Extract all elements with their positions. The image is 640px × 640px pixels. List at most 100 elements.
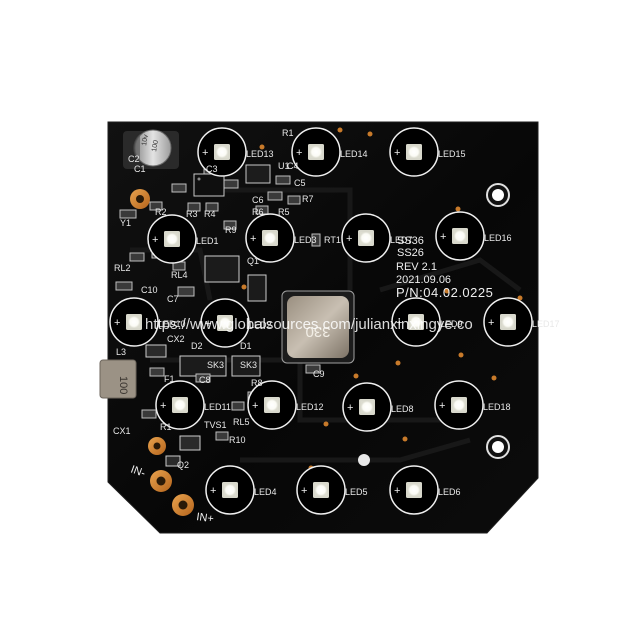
led-led7: +LED7: [341, 213, 413, 263]
inductor-label: 330: [305, 323, 330, 340]
led-label: LED16: [484, 233, 512, 243]
designator-label: R7: [302, 194, 314, 204]
designator-label: RL5: [233, 417, 250, 427]
silk-line-ss26: SS26: [397, 247, 424, 259]
designator-label: F1: [164, 374, 175, 384]
led-polarity-mark: +: [152, 234, 158, 246]
led-led5: + LED5: [296, 465, 368, 515]
led-label: LED7: [390, 235, 413, 245]
led-polarity-mark: +: [205, 318, 211, 330]
designator-label: R8: [251, 378, 263, 388]
led-label: LED8: [391, 404, 414, 414]
led-label: LED17: [532, 319, 560, 329]
designator-label: C2: [128, 154, 140, 164]
designator-label: R10: [229, 435, 246, 445]
designator-label: Y1: [120, 218, 131, 228]
led-led3: +LED3: [245, 213, 317, 263]
led-label: LED6: [438, 487, 461, 497]
designator-label: R9: [225, 225, 237, 235]
designator-label: SK3: [207, 360, 224, 370]
led-emitter: [410, 316, 422, 328]
led-label: LED5: [345, 487, 368, 497]
led-layer: +LED13+LED14+LED15+LED1+LED3+LED7+LED16+…: [109, 127, 560, 515]
led-label: LED12: [296, 402, 324, 412]
designator-label: C10: [141, 285, 158, 295]
small-inductor: 100: [99, 359, 137, 399]
led-label: LED9: [440, 319, 463, 329]
led-emitter: [264, 232, 276, 244]
led-led14: +LED14: [291, 127, 368, 177]
silk-revision: REV 2.1: [396, 261, 437, 273]
designator-label: C5: [294, 178, 306, 188]
led-emitter: [454, 230, 466, 242]
led-led4: +LED4: [205, 465, 277, 515]
designator-label: R2: [155, 207, 167, 217]
designator-label: C6: [252, 195, 264, 205]
designator-label: U1: [278, 161, 290, 171]
led-label: LED1: [196, 236, 219, 246]
designator-label: SK3: [240, 360, 257, 370]
led-label: LED15: [438, 149, 466, 159]
led-polarity-mark: +: [488, 317, 494, 329]
designator-label: R1: [282, 128, 294, 138]
led-emitter: [453, 399, 465, 411]
designator-label: Q1: [247, 256, 259, 266]
power-inductor: 330: [281, 290, 355, 364]
led-led17: + LED17: [483, 297, 560, 347]
led-polarity-mark: +: [394, 485, 400, 497]
led-label: LED11: [204, 402, 231, 412]
led-led15: + LED15: [389, 127, 466, 177]
led-led13: +LED13: [197, 127, 274, 177]
electrolytic-capacitor: 10v 100: [123, 129, 179, 169]
led-label: LED18: [483, 402, 511, 412]
led-polarity-mark: +: [301, 485, 307, 497]
led-emitter: [408, 146, 420, 158]
led-emitter: [219, 317, 231, 329]
designator-label: TVS1: [204, 420, 227, 430]
led-polarity-mark: +: [250, 233, 256, 245]
led-led8: + LED8: [342, 382, 414, 432]
ic-chip: [193, 173, 225, 197]
led-emitter: [174, 399, 186, 411]
led-emitter: [166, 233, 178, 245]
led-emitter: [502, 316, 514, 328]
part-number: P/N:04.02.0225: [396, 285, 493, 300]
copper-pads: [130, 189, 194, 516]
led-emitter: [408, 484, 420, 496]
led-polarity-mark: +: [440, 231, 446, 243]
led-led1: + LED1: [147, 214, 219, 264]
led-polarity-mark: +: [439, 400, 445, 412]
led-emitter: [224, 484, 236, 496]
designator-label: C8: [199, 375, 211, 385]
led-led11: +LED11: [155, 380, 231, 430]
designator-label: L3: [116, 347, 126, 357]
led-emitter: [128, 316, 140, 328]
led-polarity-mark: +: [114, 317, 120, 329]
designator-label: C3: [206, 164, 218, 174]
cap-label-2: 100: [151, 140, 160, 153]
designator-label: C9: [313, 369, 325, 379]
led-emitter: [315, 484, 327, 496]
designator-label: RL2: [114, 263, 131, 273]
led-label: LED14: [340, 149, 368, 159]
led-polarity-mark: +: [347, 402, 353, 414]
led-polarity-mark: +: [202, 147, 208, 159]
designator-label: R5: [278, 207, 290, 217]
led-polarity-mark: +: [394, 147, 400, 159]
led-led16: + LED16: [435, 211, 512, 261]
led-led9: + LED9: [391, 297, 463, 347]
mounting-holes: [358, 183, 510, 466]
silk-date: 2021.09.06: [396, 274, 451, 286]
designator-label: D2: [191, 341, 203, 351]
watermark-text: https://www.globalsources.com/julianxinx…: [145, 316, 473, 333]
silk-line-ss36: SS36: [397, 235, 424, 247]
designator-label: C1: [134, 164, 146, 174]
silkscreen-block: SS36 SS26 REV 2.1 2021.09.06 P/N:04.02.0…: [396, 235, 493, 300]
designator-label: CX2: [167, 334, 185, 344]
led-polarity-mark: +: [396, 317, 402, 329]
designator-label: Q2: [177, 460, 189, 470]
cap-label-1: 10v: [141, 134, 150, 147]
designator-label: R3: [186, 209, 198, 219]
